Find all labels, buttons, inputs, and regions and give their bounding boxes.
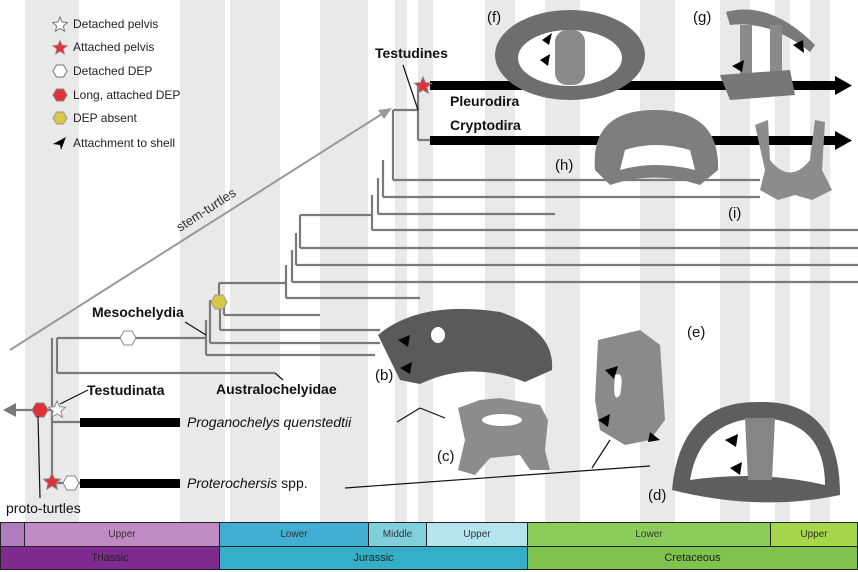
taxon-genus: Proterochersis [187,475,277,491]
legend-item: Long, attached DEP [52,85,180,105]
panel-label-i: (i) [728,205,741,222]
arrowhead-black-icon [648,432,660,442]
clade-label-cryptodira: Cryptodira [450,117,521,133]
specimen-d-shell [672,401,840,503]
arrowhead-black-icon [605,366,618,379]
panel-label-e: (e) [687,324,705,341]
taxon-label-proterochersis: Proterochersis spp. [187,475,308,491]
specimen-b-shell [378,308,553,384]
legend-label: DEP absent [73,111,137,125]
panel-label-h: (h) [555,157,573,174]
clade-label-pleurodira: Pleurodira [450,93,519,109]
stage-cell [0,522,25,547]
hexagon-yellow-icon [210,294,228,310]
legend-item: DEP absent [52,108,137,128]
arrowhead-black-icon [540,54,550,66]
clade-label-testudinata: Testudinata [87,382,165,398]
panel-label-g: (g) [693,9,711,26]
arrowhead-black-icon [598,414,610,427]
stage-cell: Upper [24,522,220,547]
stage-cell: Lower [527,522,771,547]
leader-lines [37,64,651,499]
panel-label-b: (b) [375,367,393,384]
legend-item: Attachment to shell [52,133,175,153]
legend-item: Attached pelvis [52,37,154,57]
geologic-timescale: Upper Lower Middle Upper Lower Upper Tri… [0,522,858,570]
specimen-f-shell [495,10,645,100]
arrowhead-black-icon [400,362,412,374]
arrowhead-black-icon [732,60,744,72]
specimen-h-shell [594,110,719,185]
stage-cell: Middle [368,522,427,547]
star-red-icon [52,39,68,55]
taxon-label-proganochelys: Proganochelys quenstedtii [187,414,352,430]
legend-item: Detached pelvis [52,14,158,34]
legend-item: Detached DEP [52,61,152,81]
clade-label-australochelyidae: Australochelyidae [216,381,337,397]
legend-label: Attached pelvis [73,40,155,54]
period-cell-triassic: Triassic [0,546,220,570]
arrowhead-black-icon [730,462,742,475]
legend-label: Detached DEP [73,64,153,78]
panel-label-d: (d) [648,487,666,504]
hexagon-white-icon [62,475,80,491]
hexagon-yellow-icon [52,111,68,125]
clade-label-testudines: Testudines [375,45,448,61]
hexagon-white-icon [52,64,68,78]
taxon-suffix: spp. [277,475,307,491]
legend-label: Attachment to shell [73,136,176,150]
stage-cell: Upper [770,522,858,547]
period-cell-cretaceous: Cretaceous [527,546,858,570]
stage-cell: Upper [426,522,528,547]
panel-label-f: (f) [487,9,501,26]
specimen-g-pelvis [720,9,815,100]
legend-label: Long, attached DEP [73,88,181,102]
star-red-icon [413,75,433,95]
star-outline-icon [52,16,68,32]
star-red-icon [42,471,62,491]
proto-turtles-label: proto-turtles [6,500,81,516]
legend-label: Detached pelvis [73,17,159,31]
specimen-e-pelvis [595,330,665,445]
stage-cell: Lower [219,522,369,547]
clade-label-mesochelydia: Mesochelydia [92,304,184,320]
specimen-c-pelvis [458,398,550,475]
proto-turtles-arrowhead [3,403,16,417]
arrowhead-black-icon [793,40,804,53]
star-outline-icon [47,399,67,419]
arrowhead-black-icon [725,434,738,447]
arrowhead-black-icon [542,33,552,45]
arrowhead-black-icon [398,335,410,347]
hexagon-red-icon [31,402,49,418]
specimen-i-pelvis [755,120,832,200]
hexagon-white-icon [119,330,137,346]
hexagon-red-icon [52,88,68,102]
stem-turtles-arrow [9,108,392,351]
arrowhead-black-icon [53,137,66,150]
period-cell-jurassic: Jurassic [219,546,528,570]
panel-label-c: (c) [437,448,455,465]
